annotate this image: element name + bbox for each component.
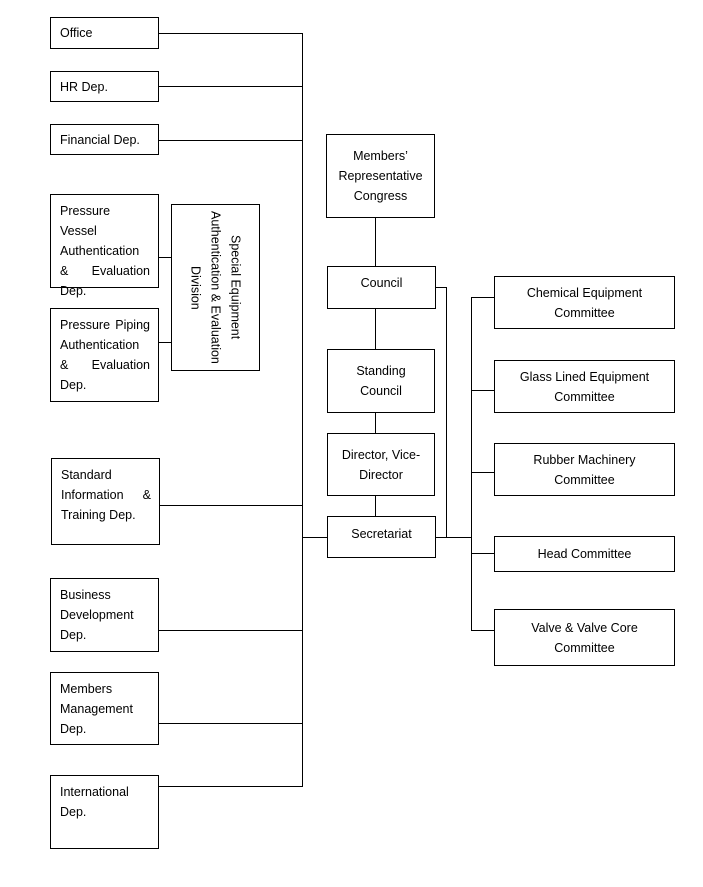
connector-director-secretariat — [375, 495, 376, 516]
node-label: Standing Council — [356, 364, 406, 398]
dept-office: Office — [50, 17, 159, 49]
connector-standing-director — [375, 412, 376, 433]
connector-financial — [158, 140, 303, 141]
node-council: Council — [327, 266, 436, 309]
committee-label: Glass Lined Equipment Committee — [519, 369, 650, 404]
connector-valve — [471, 630, 495, 631]
connector-secretariat-right — [435, 537, 472, 538]
dept-standard-info: Standard Information & Training Dep. — [51, 458, 160, 545]
division-special-equipment: Special Equipment Authentication & Evalu… — [171, 204, 260, 371]
dept-pressure-vessel: Pressure Vessel Authentication & Evaluat… — [50, 194, 159, 298]
connector-international — [158, 786, 303, 787]
dept-label: Business Development Dep. — [60, 588, 134, 642]
committee-label: Rubber Machinery Committee — [533, 452, 636, 487]
dept-members-mgmt: Members Management Dep. — [50, 672, 159, 745]
committee-label: Valve & Valve Core Committee — [531, 620, 638, 655]
dept-hr: HR Dep. — [50, 71, 159, 102]
dept-business-dev: Business Development Dep. — [50, 578, 159, 652]
connector-hr — [158, 86, 303, 87]
connector-standard-info — [159, 505, 303, 506]
committee-glass-lined: Glass Lined Equipment Committee — [494, 360, 675, 413]
connector-council-drop — [446, 287, 447, 538]
connector-head — [471, 553, 495, 554]
connector-business-dev — [158, 630, 303, 631]
node-director: Director, Vice-Director — [327, 433, 435, 496]
division-label: Special Equipment Authentication & Evalu… — [188, 211, 243, 364]
dept-label: Standard Information & Training Dep. — [61, 468, 151, 522]
right-trunk-line — [471, 297, 472, 631]
committee-rubber: Rubber Machinery Committee — [494, 443, 675, 496]
dept-international: International Dep. — [50, 775, 159, 849]
dept-label: Members Management Dep. — [60, 682, 133, 736]
connector-chemical — [471, 297, 495, 298]
connector-pressure-vessel — [158, 257, 172, 258]
connector-members-mgmt — [158, 723, 303, 724]
dept-label: International Dep. — [60, 785, 129, 819]
node-congress: Members’ Representative Congress — [326, 134, 435, 218]
connector-office — [158, 33, 303, 34]
committee-head: Head Committee — [494, 536, 675, 572]
dept-pressure-piping: Pressure Piping Authentication & Evaluat… — [50, 308, 159, 402]
committee-label: Head Committee — [537, 547, 632, 561]
node-standing-council: Standing Council — [327, 349, 435, 413]
node-label: Members’ Representative Congress — [338, 149, 423, 203]
node-label: Director, Vice-Director — [341, 447, 421, 482]
connector-glass-lined — [471, 390, 495, 391]
committee-label: Chemical Equipment Committee — [526, 285, 643, 320]
committee-valve: Valve & Valve Core Committee — [494, 609, 675, 666]
node-secretariat: Secretariat — [327, 516, 436, 558]
dept-label: Pressure Vessel Authentication & Evaluat… — [60, 204, 150, 298]
connector-congress-council — [375, 217, 376, 267]
dept-label: Financial Dep. — [60, 132, 140, 147]
dept-label: Pressure Piping Authentication & Evaluat… — [60, 318, 150, 392]
dept-financial: Financial Dep. — [50, 124, 159, 155]
connector-council-standing — [375, 308, 376, 350]
committee-chemical: Chemical Equipment Committee — [494, 276, 675, 329]
dept-label: HR Dep. — [60, 79, 108, 94]
left-trunk-line — [302, 33, 303, 786]
connector-trunk-secretariat — [302, 537, 328, 538]
node-label: Secretariat — [351, 527, 412, 541]
node-label: Council — [360, 276, 403, 290]
connector-rubber — [471, 472, 495, 473]
dept-label: Office — [60, 26, 93, 40]
connector-council-right — [435, 287, 447, 288]
connector-pressure-piping — [158, 342, 172, 343]
